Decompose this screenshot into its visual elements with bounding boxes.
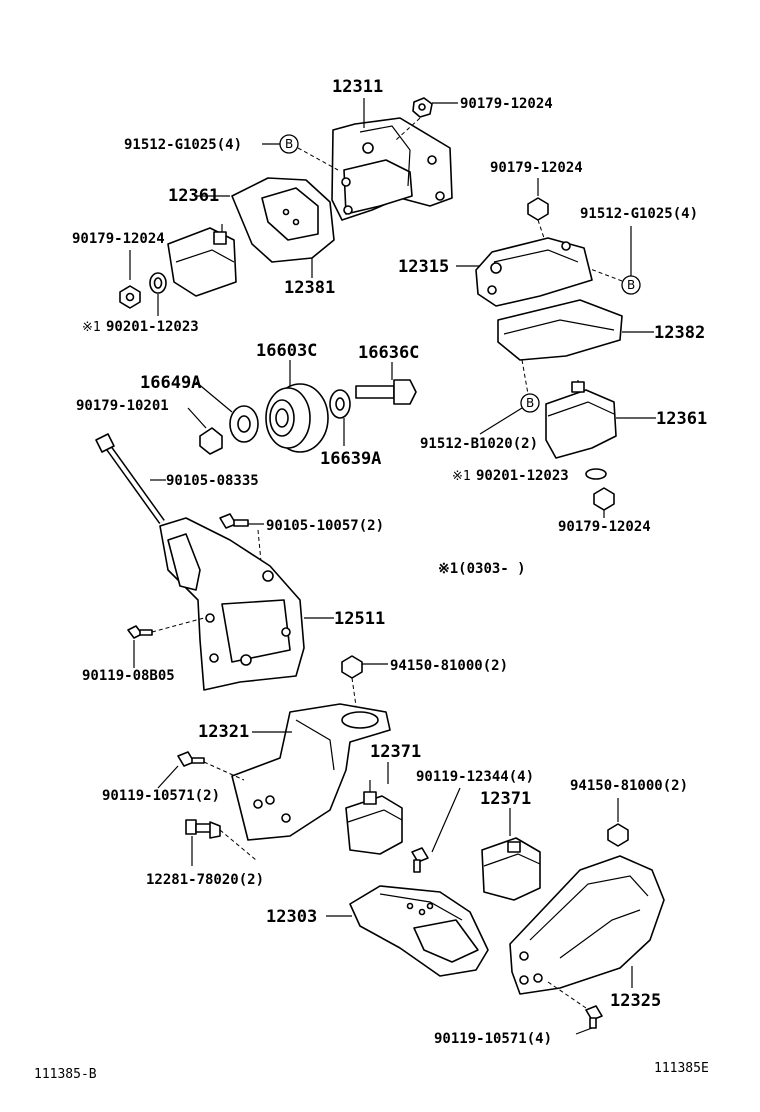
callout-94150-81000-a: 94150-81000(2) xyxy=(390,658,508,674)
callout-90105-10057: 90105-10057(2) xyxy=(266,518,384,534)
part-12303-crossmember xyxy=(349,885,489,977)
ref-b-label: B xyxy=(627,278,635,292)
stud-icon xyxy=(185,819,221,839)
callout-90119-10571-4: 90119-10571(4) xyxy=(434,1031,552,1047)
part-12325-skidplate xyxy=(509,855,665,995)
callout-90119-10571-2: 90119-10571(2) xyxy=(102,788,220,804)
nut-icon xyxy=(341,655,363,679)
ref-b-label: B xyxy=(285,137,293,151)
part-12361-mount-right xyxy=(545,380,617,459)
callout-90179-12024-top: 90179-12024 xyxy=(460,96,553,112)
callout-12315: 12315 xyxy=(398,257,449,277)
part-12371-mount-a xyxy=(345,780,403,855)
callout-90201-12023-right: 90201-12023 xyxy=(476,468,569,484)
callout-12382: 12382 xyxy=(654,323,705,343)
callout-90105-08335: 90105-08335 xyxy=(166,473,259,489)
callout-90201-12023-left: 90201-12023 xyxy=(106,319,199,335)
callout-12511: 12511 xyxy=(334,609,385,629)
callout-12321: 12321 xyxy=(198,722,249,742)
callout-12311: 12311 xyxy=(332,77,383,97)
part-12311-bracket xyxy=(331,117,453,221)
callout-90179-12024-left: 90179-12024 xyxy=(72,231,165,247)
nut-icon xyxy=(593,487,615,511)
ref-b-circle xyxy=(520,393,540,413)
part-12321-bracket xyxy=(231,703,391,841)
mark-star-left: ※1 xyxy=(82,320,101,335)
callout-94150-81000-b: 94150-81000(2) xyxy=(570,778,688,794)
part-12382-plate xyxy=(497,299,623,361)
spacer-icon xyxy=(329,389,351,419)
washer-icon xyxy=(229,405,259,443)
part-12511-bracket xyxy=(159,517,305,691)
callout-90179-10201: 90179-10201 xyxy=(76,398,169,414)
callout-90119-08B05: 90119-08B05 xyxy=(82,668,175,684)
mark-star-right: ※1 xyxy=(452,469,471,484)
bolt-icon xyxy=(127,625,153,639)
callout-91512-G1025-right: 91512-G1025(4) xyxy=(580,206,698,222)
bolt-icon xyxy=(219,513,249,529)
callout-16636C: 16636C xyxy=(358,343,419,363)
callout-16639A: 16639A xyxy=(320,449,381,469)
callout-12361-left: 12361 xyxy=(168,186,219,206)
callout-12281-78020: 12281-78020(2) xyxy=(146,872,264,888)
callout-16649A: 16649A xyxy=(140,373,201,393)
bolt-icon xyxy=(355,379,417,405)
nut-icon xyxy=(199,427,223,455)
callout-90179-12024-lower: 90179-12024 xyxy=(558,519,651,535)
footer-code-right: 111385E xyxy=(654,1061,709,1076)
ref-b-circle xyxy=(279,134,299,154)
nut-icon xyxy=(412,97,433,118)
part-12361-mount-left xyxy=(167,224,237,297)
nut-icon xyxy=(607,823,629,847)
callout-12361-right: 12361 xyxy=(656,409,707,429)
callout-12371-a: 12371 xyxy=(370,742,421,762)
callout-12371-b: 12371 xyxy=(480,789,531,809)
ref-b-label: B xyxy=(526,396,534,410)
washer-icon xyxy=(149,272,167,294)
bolt-icon xyxy=(177,751,205,767)
pulley-icon xyxy=(265,383,329,453)
callout-90179-12024-right: 90179-12024 xyxy=(490,160,583,176)
ref-b-circle xyxy=(621,275,641,295)
nut-icon xyxy=(119,285,141,309)
bolt-icon xyxy=(585,1005,603,1029)
bolt-icon xyxy=(411,847,429,873)
footer-code-left: 111385-B xyxy=(34,1067,97,1082)
nut-icon xyxy=(527,197,549,221)
callout-16603C: 16603C xyxy=(256,341,317,361)
callout-12381: 12381 xyxy=(284,278,335,298)
callout-90119-12344: 90119-12344(4) xyxy=(416,769,534,785)
callout-12325: 12325 xyxy=(610,991,661,1011)
callout-12303: 12303 xyxy=(266,907,317,927)
note-0303: ※1(0303- ) xyxy=(438,561,526,577)
part-12381-plate xyxy=(231,177,335,263)
part-12315-bracket xyxy=(475,237,593,307)
callout-91512-B1020: 91512-B1020(2) xyxy=(420,436,538,452)
callout-91512-G1025-left: 91512-G1025(4) xyxy=(124,137,242,153)
part-12371-mount-b xyxy=(481,837,541,901)
long-bolt-icon xyxy=(95,433,165,525)
washer-icon xyxy=(585,468,607,480)
